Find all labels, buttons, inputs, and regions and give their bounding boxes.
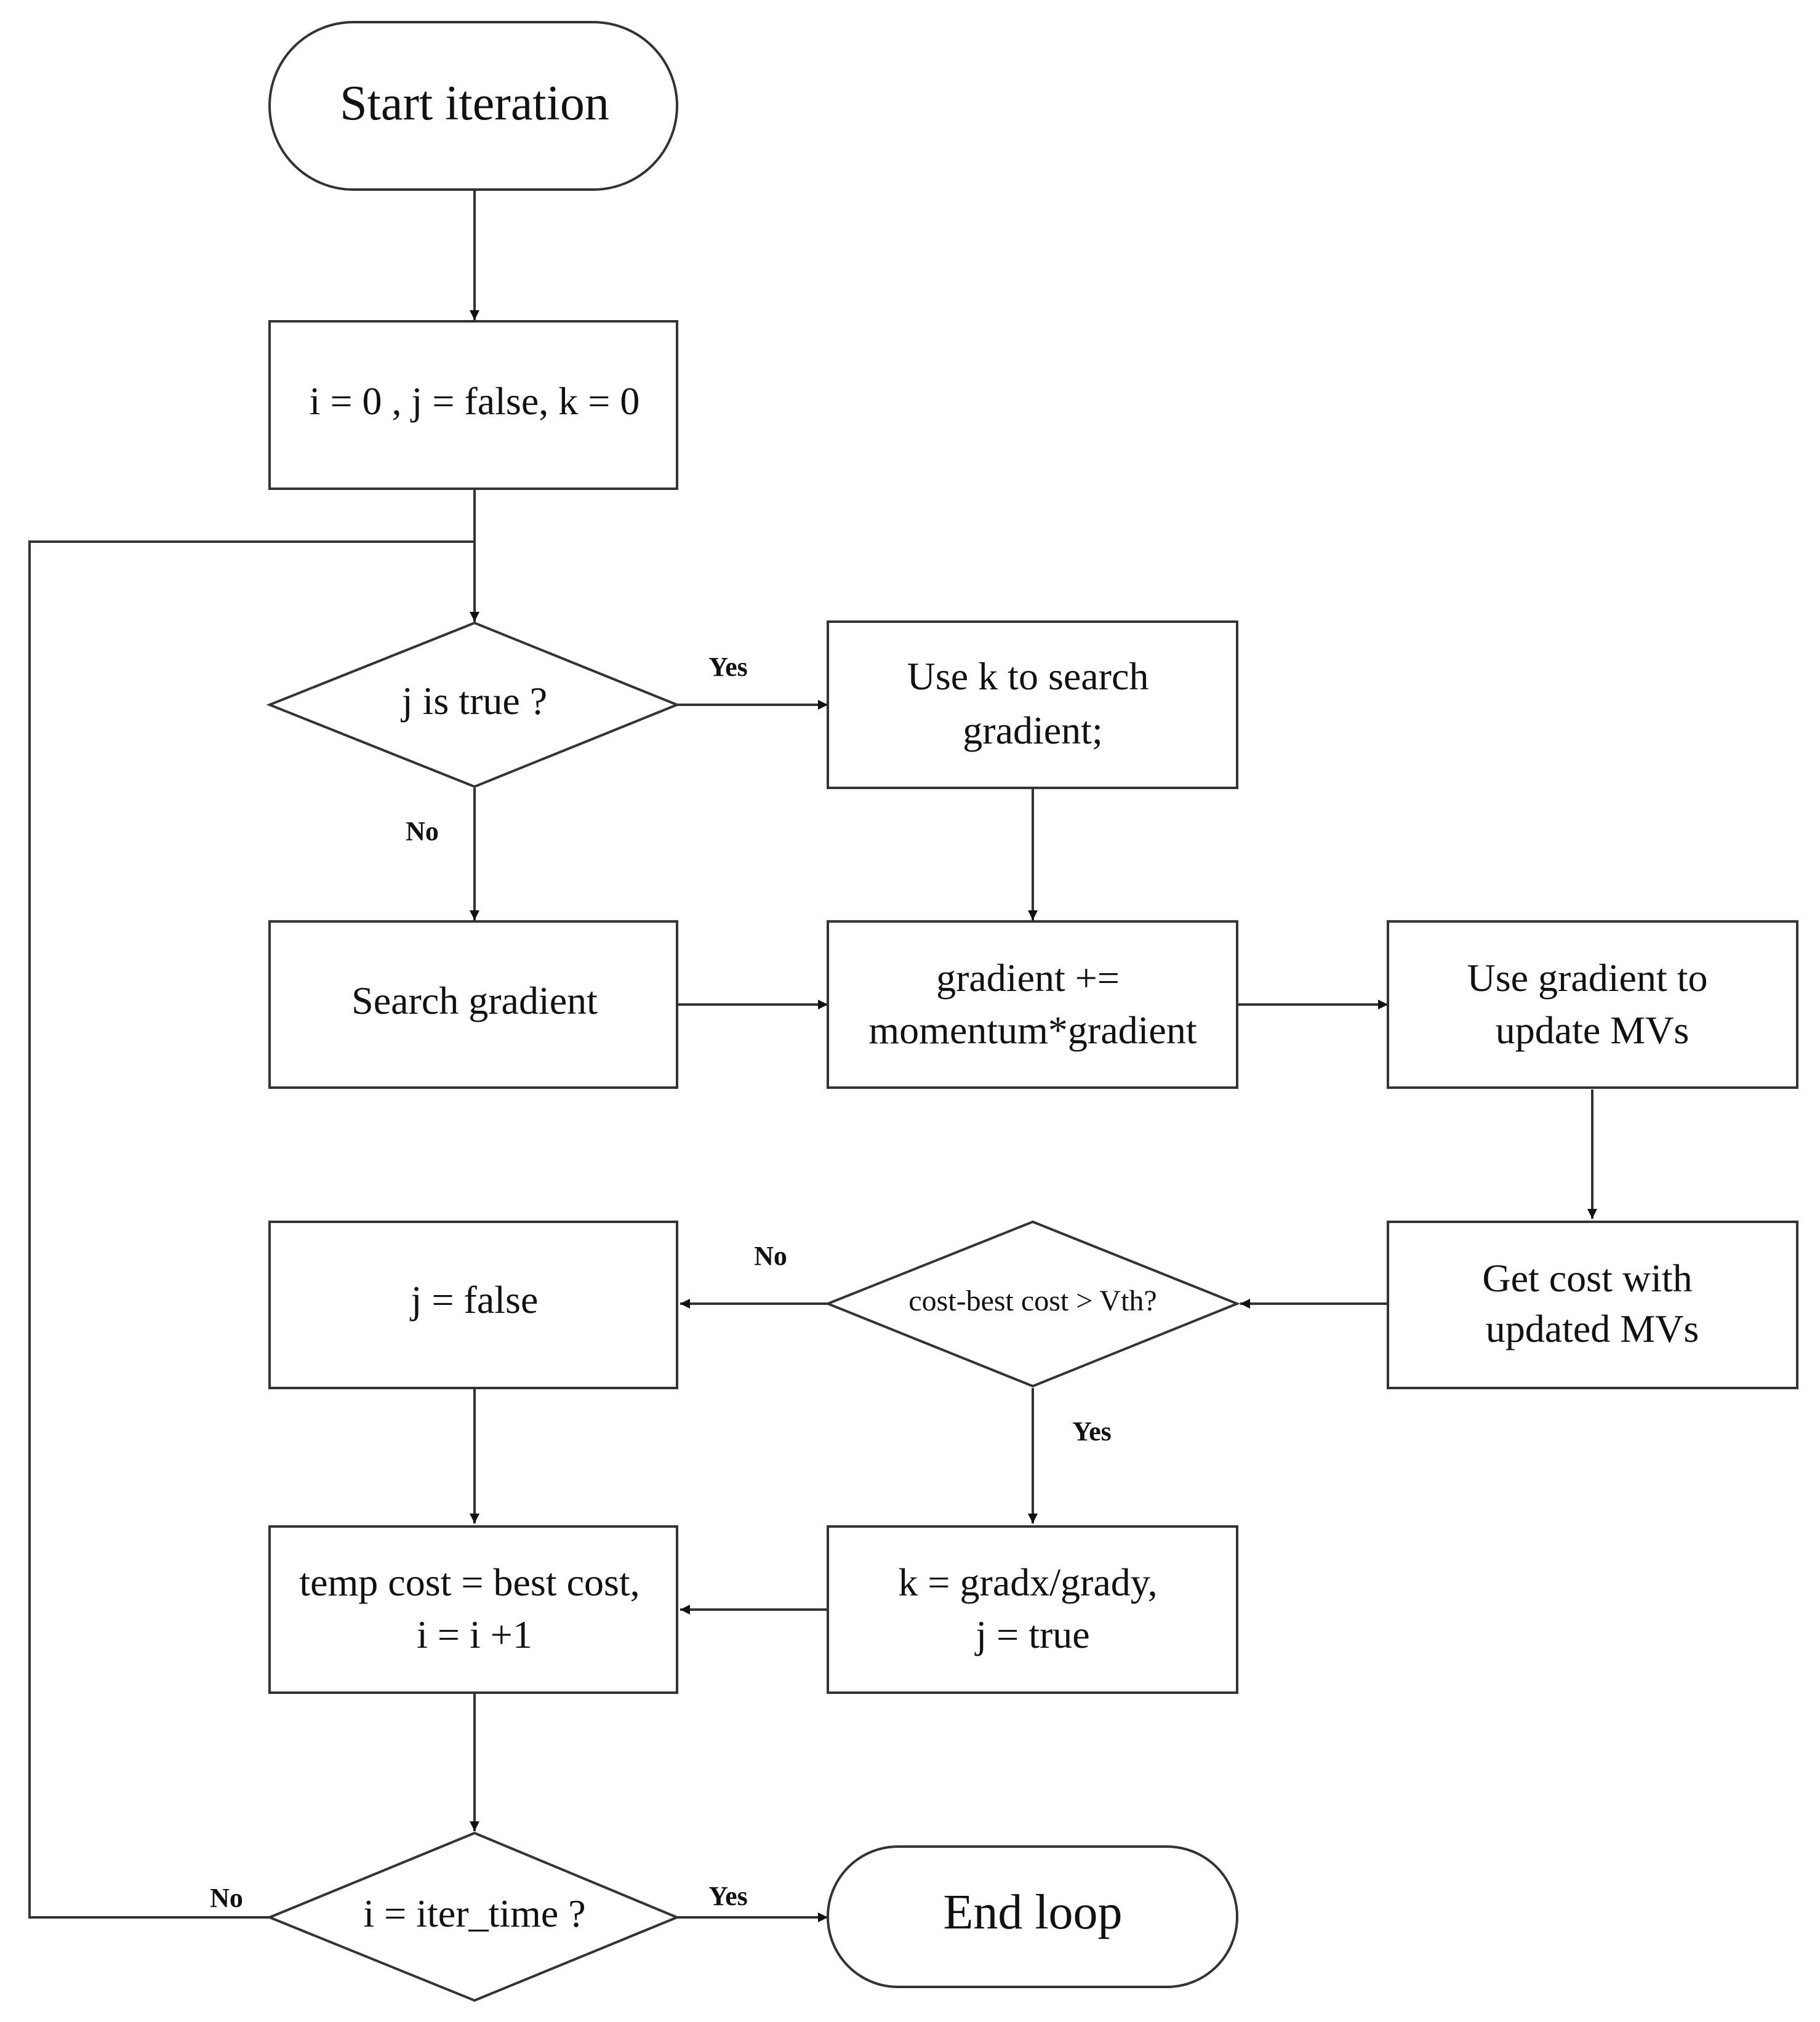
use-k-box	[827, 620, 1238, 789]
node-momentum: gradient += momentum*gradient	[827, 920, 1238, 1089]
k-grad-label-line1: k = gradx/grady,	[898, 1560, 1157, 1604]
svg-text:i = iter_time ?: i = iter_time ?	[363, 1892, 585, 1935]
j-false-label: j = false	[410, 1278, 539, 1322]
use-k-label-line1: Use k to search	[907, 654, 1149, 698]
k-grad-label-line2: j = true	[974, 1613, 1089, 1656]
end-terminator	[827, 1845, 1238, 1988]
svg-text:j = false: j = false	[410, 1278, 539, 1322]
check-j-label: j is true ?	[401, 679, 547, 723]
svg-text:Get cost with updated MV: Get cost with updated MVs	[1482, 1256, 1702, 1350]
node-update-mvs: Use gradient to update MVs	[1387, 920, 1798, 1089]
node-check-j: j is true ?	[266, 621, 681, 788]
check-cost-no-label: No	[754, 1241, 787, 1271]
search-gradient-box	[268, 920, 678, 1089]
svg-text:Use k to search gradient: Use k to search gradient;	[907, 654, 1159, 752]
k-grad-box	[827, 1525, 1238, 1694]
svg-text:Search gradient: Search gradient	[351, 979, 598, 1022]
node-init: i = 0 , j = false, k = 0	[268, 320, 678, 490]
svg-text:k = gradx/grady, j = tr: k = gradx/grady, j = true	[898, 1560, 1167, 1656]
update-mvs-label-line2: update MVs	[1496, 1008, 1690, 1052]
check-cost-yes-label: Yes	[1072, 1416, 1112, 1446]
momentum-box	[827, 920, 1238, 1089]
check-iter-no-label: No	[210, 1883, 243, 1913]
svg-text:temp cost = best cost, i: temp cost = best cost, i = i +1	[299, 1560, 649, 1656]
svg-text:j is true ?: j is true ?	[401, 679, 547, 723]
init-box	[268, 320, 678, 490]
node-get-cost: Get cost with updated MVs	[1387, 1221, 1798, 1389]
edge-labels: Yes No No Yes No Yes	[210, 652, 1112, 1913]
edge-check-iter-no-loop	[28, 540, 475, 1919]
check-j-no-label: No	[406, 816, 439, 846]
j-false-box	[268, 1221, 678, 1389]
init-label: i = 0 , j = false, k = 0	[310, 379, 640, 423]
node-check-cost: cost-best cost > Vth?	[824, 1220, 1241, 1388]
get-cost-box	[1387, 1221, 1798, 1389]
svg-text:Use gradient to update M: Use gradient to update MVs	[1467, 956, 1718, 1052]
end-label: End loop	[943, 1885, 1122, 1940]
temp-cost-label-line1: temp cost = best cost,	[299, 1560, 639, 1604]
update-mvs-box	[1387, 920, 1798, 1089]
node-start: Start iteration	[268, 21, 678, 191]
node-search-gradient: Search gradient	[268, 920, 678, 1089]
node-j-false: j = false	[268, 1221, 678, 1389]
search-gradient-label: Search gradient	[351, 979, 598, 1022]
get-cost-label-line2: updated MVs	[1486, 1307, 1699, 1350]
check-iter-label: i = iter_time ?	[363, 1892, 585, 1935]
node-check-iter: i = iter_time ?	[266, 1831, 681, 2002]
check-cost-label: cost-best cost > Vth?	[908, 1285, 1157, 1317]
momentum-label-line1: gradient +=	[936, 956, 1120, 1000]
check-cost-diamond	[824, 1220, 1241, 1388]
node-use-k: Use k to search gradient;	[827, 620, 1238, 789]
node-k-grad: k = gradx/grady, j = true	[827, 1525, 1238, 1694]
check-iter-diamond	[266, 1831, 681, 2002]
svg-text:i = 0 , j = false, k = 0: i = 0 , j = false, k = 0	[310, 379, 640, 423]
svg-text:End loop: End loop	[943, 1885, 1122, 1940]
node-temp-cost: temp cost = best cost, i = i +1	[268, 1525, 678, 1694]
connectors	[28, 191, 1597, 1922]
temp-cost-box	[268, 1525, 678, 1694]
use-k-label-line2: gradient;	[963, 708, 1102, 752]
check-j-diamond	[266, 621, 681, 788]
svg-text:Start iteration: Start iteration	[340, 76, 609, 130]
get-cost-label-line1: Get cost with	[1482, 1256, 1692, 1300]
update-mvs-label-line1: Use gradient to	[1467, 956, 1708, 1000]
start-terminator	[268, 21, 678, 191]
svg-text:cost-best cost > Vth?: cost-best cost > Vth?	[908, 1285, 1157, 1317]
start-label: Start iteration	[340, 76, 609, 130]
check-iter-yes-label: Yes	[708, 1881, 748, 1911]
node-end: End loop	[827, 1845, 1238, 1988]
temp-cost-label-line2: i = i +1	[417, 1613, 532, 1656]
check-j-yes-label: Yes	[708, 652, 748, 682]
momentum-label-line2: momentum*gradient	[868, 1008, 1197, 1052]
svg-text:gradient += momentum*gra: gradient += momentum*gradient	[868, 956, 1197, 1052]
